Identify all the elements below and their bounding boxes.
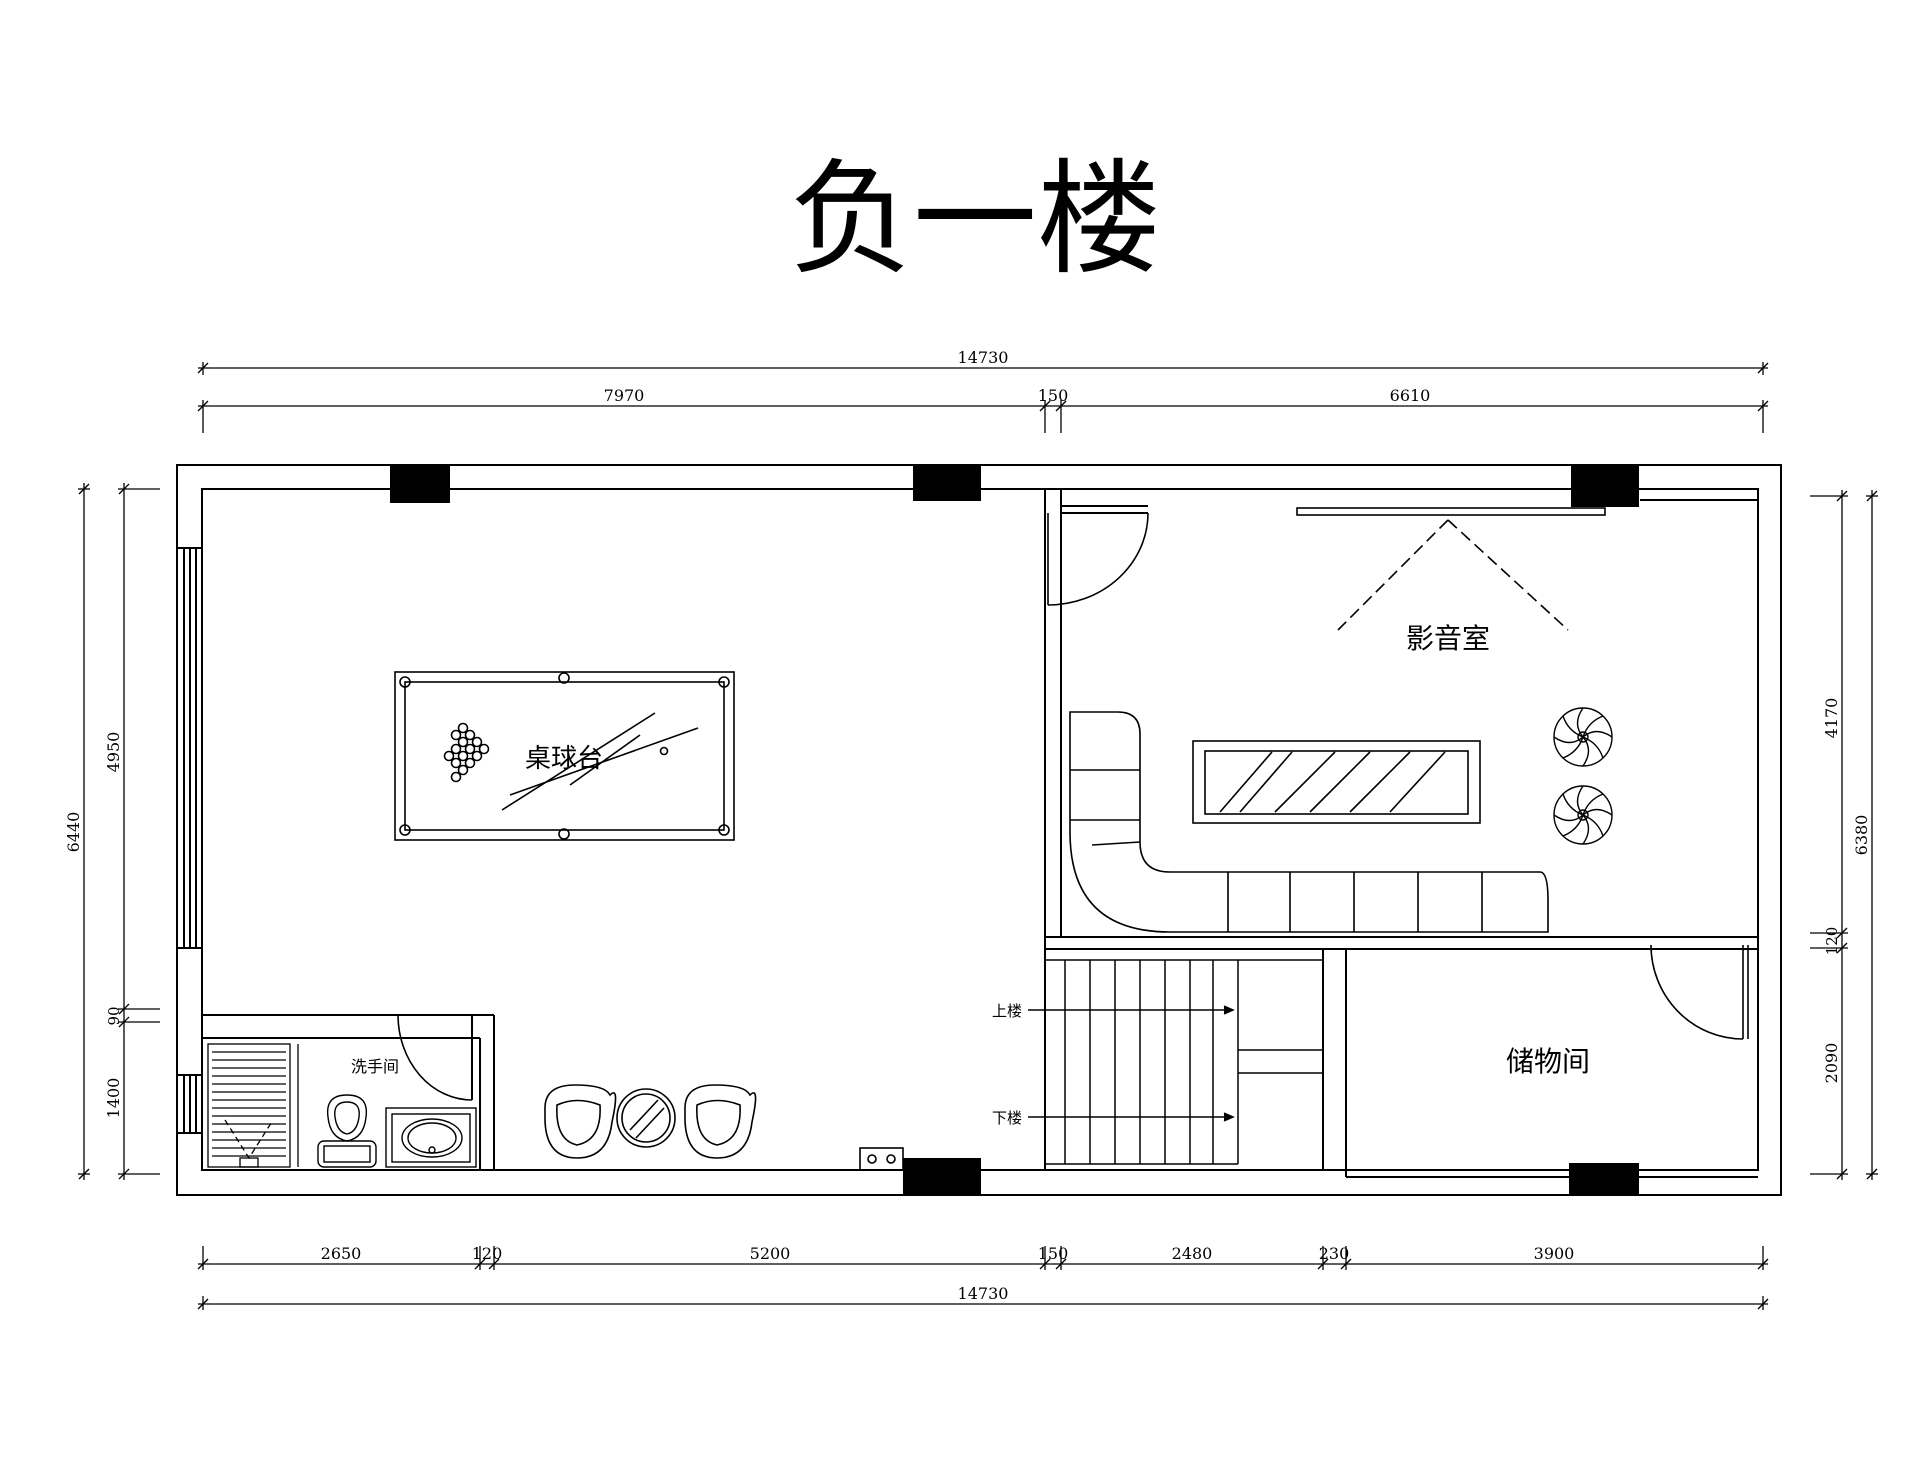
dim-bottom-3: 5200 [750,1244,791,1263]
dim-right-upper: 4170 [1822,698,1841,739]
dim-top-right: 6610 [1390,386,1431,405]
sink-icon [385,1107,477,1168]
wall-cabinet [859,1147,904,1171]
dim-bottom-1: 2650 [321,1244,362,1263]
room-label-billiards: 桌球台 [525,744,603,774]
dim-left-total: 6440 [64,812,83,853]
interior-walls [202,489,1758,1178]
dimension-lines-top [197,362,1769,433]
doors [397,512,1749,1101]
theater-sofa [1069,711,1549,933]
stair-label-down: 下楼 [992,1109,1022,1127]
structural-columns [390,465,1639,1195]
dim-right-total: 6380 [1852,815,1871,856]
dimension-lines-right [1810,490,1878,1180]
room-label-storage: 储物间 [1506,1045,1590,1078]
plan-title: 负一楼 [789,148,1161,292]
speaker-icon [1553,707,1613,845]
dim-bottom-2: 120 [472,1244,503,1263]
dim-left-mid: 90 [105,1006,123,1025]
dim-bottom-5: 2480 [1172,1244,1213,1263]
room-label-theater: 影音室 [1406,622,1490,655]
billiard-table [394,671,735,841]
dimension-lines-bottom [197,1246,1769,1310]
toilet-icon [317,1094,377,1168]
dim-right-mid: 120 [1823,927,1841,956]
stair-label-up: 上楼 [992,1002,1022,1020]
shower-area [207,1043,299,1168]
dim-left-lower: 1400 [104,1078,123,1119]
lounge-chairs [544,1084,757,1159]
staircase [1028,959,1323,1165]
dim-bottom-7: 3900 [1534,1244,1575,1263]
dim-right-lower: 2090 [1822,1043,1841,1084]
dim-bottom-4: 150 [1038,1244,1069,1263]
projection-screen [1296,507,1606,631]
coffee-table [1192,740,1481,824]
room-label-washroom: 洗手间 [351,1057,399,1076]
dimension-lines-left [78,483,160,1180]
dim-bottom-total: 14730 [958,1284,1009,1303]
round-side-table [616,1088,676,1148]
dim-top-total: 14730 [958,348,1009,367]
dim-bottom-6: 230 [1319,1244,1350,1263]
dim-top-mid: 150 [1038,386,1069,405]
dim-left-upper: 4950 [104,732,123,773]
dim-top-left: 7970 [604,386,645,405]
